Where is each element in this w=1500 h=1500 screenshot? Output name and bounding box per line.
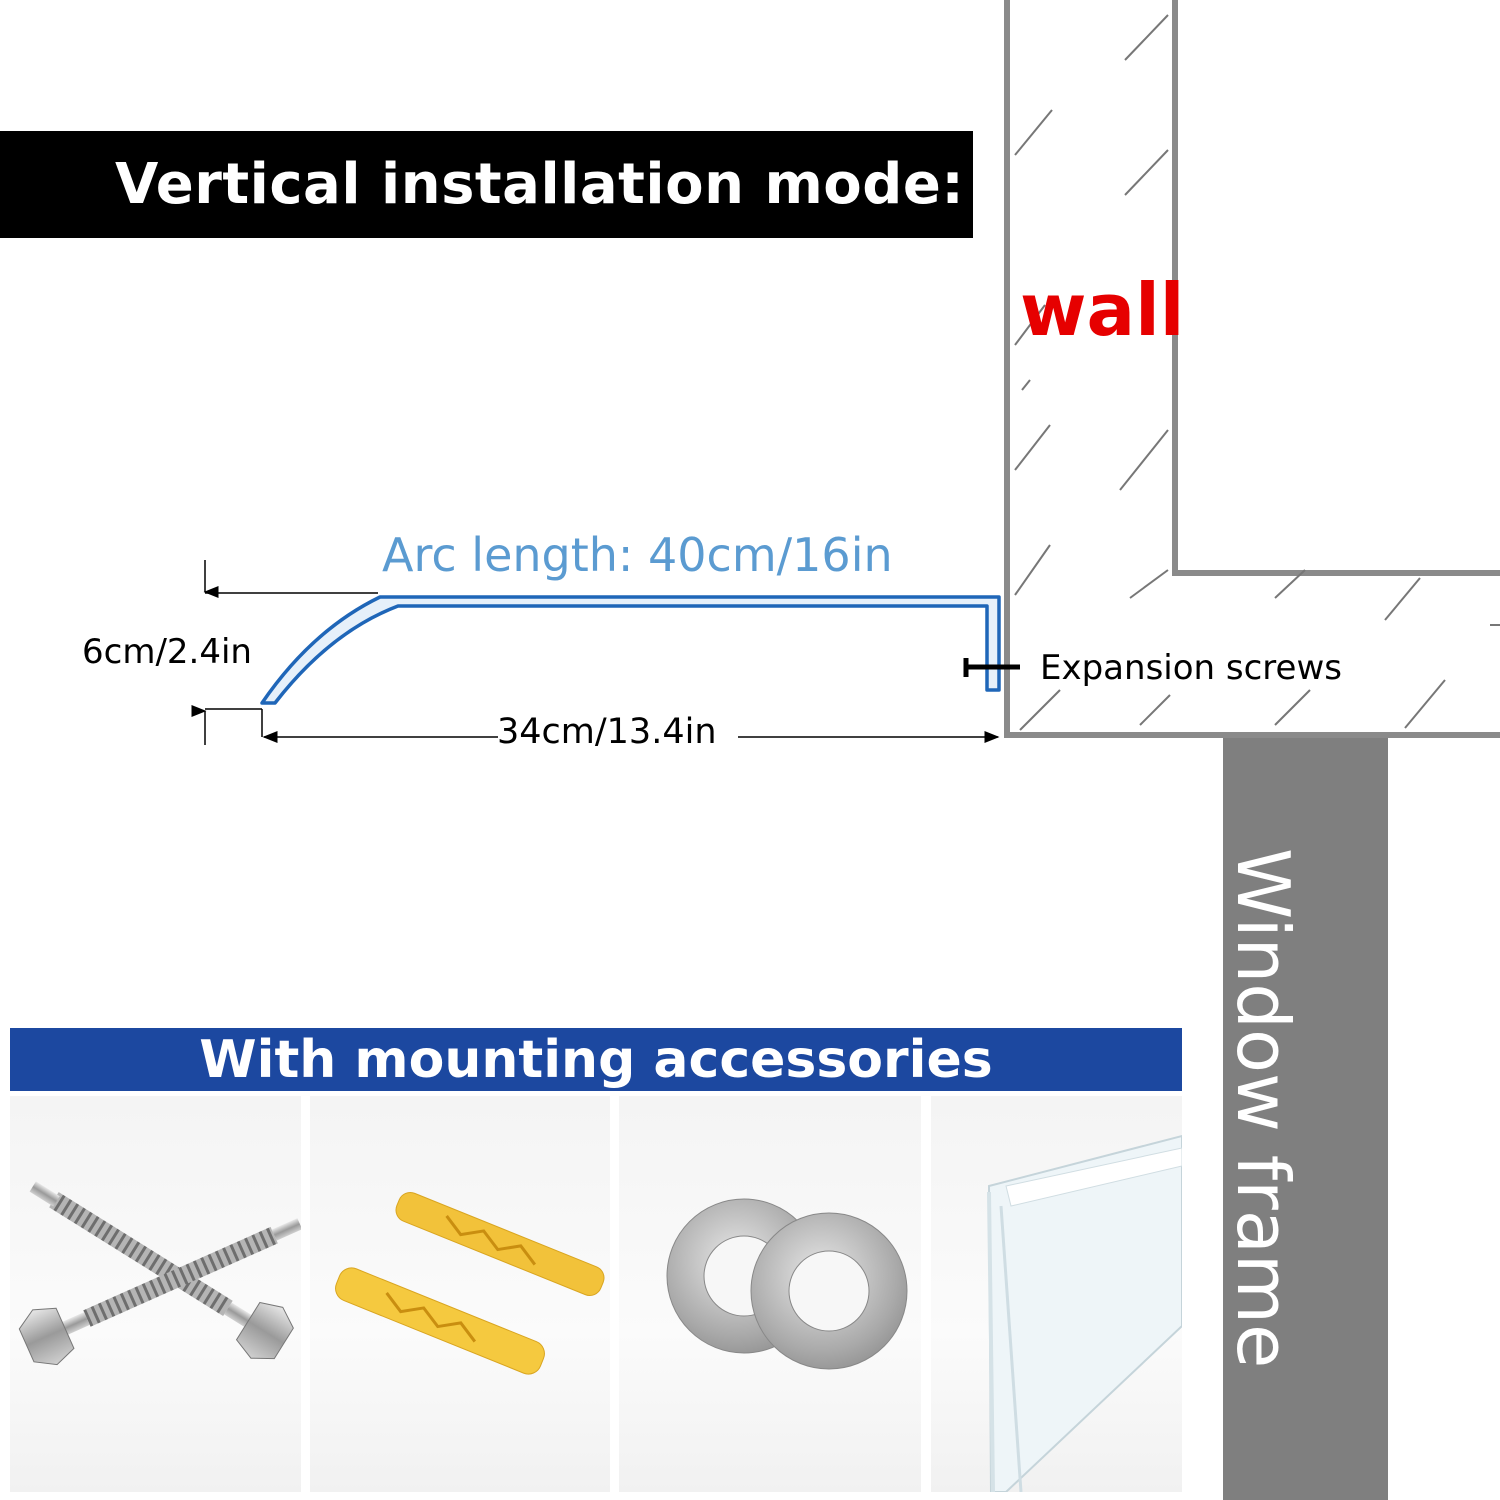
accessories-header: With mounting accessories (10, 1028, 1182, 1091)
seal-strip-photo (931, 1096, 1183, 1493)
height-dimension (191, 560, 378, 745)
page-title: Vertical installation mode: (0, 131, 973, 238)
expansion-screws-label: Expansion screws (1040, 648, 1342, 688)
washers-image (666, 1198, 908, 1370)
window-frame-label: Window frame (1221, 848, 1305, 1369)
wall-label: wall (1020, 268, 1185, 352)
drill-screws-image (18, 1181, 303, 1366)
screws-photo (10, 1096, 303, 1492)
washers-photo (619, 1096, 921, 1492)
anchors-photo (310, 1096, 610, 1492)
wall-structure (1004, 0, 1500, 738)
clear-seal-strip-image (987, 1134, 1183, 1493)
expansion-screw (963, 658, 1020, 677)
height-label: 6cm/2.4in (82, 632, 252, 672)
wall-anchors-image (335, 1192, 605, 1375)
width-label: 34cm/13.4in (497, 712, 717, 752)
arc-length-label: Arc length: 40cm/16in (382, 528, 893, 582)
window-frame (1223, 738, 1388, 1500)
door-bottom-profile (260, 595, 1001, 705)
